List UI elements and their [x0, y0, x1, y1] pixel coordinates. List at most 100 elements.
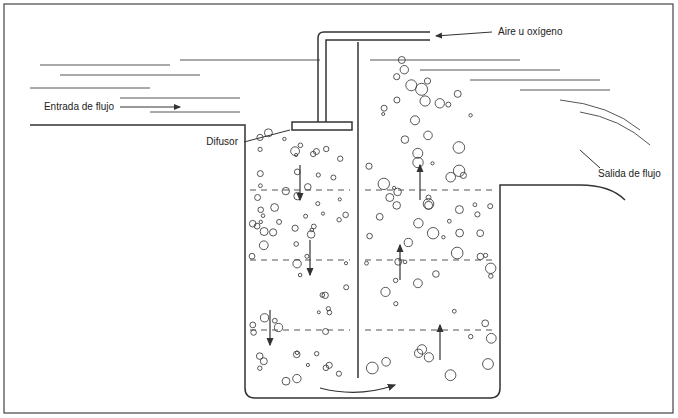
bubble: [338, 156, 343, 161]
bubble: [259, 241, 268, 250]
bubble: [282, 377, 290, 385]
flow-arrows: [270, 165, 440, 392]
frame: [4, 4, 673, 413]
bubbles: [249, 57, 496, 386]
callout-label: Difusor: [204, 136, 240, 148]
bubble: [260, 314, 268, 322]
bubble: [257, 171, 263, 177]
bubble: [293, 374, 301, 382]
bubble: [323, 365, 329, 371]
bubble: [283, 137, 286, 140]
bubble: [394, 97, 400, 103]
bubble: [338, 198, 341, 201]
bubble: [398, 57, 405, 64]
tank-outline: [30, 125, 625, 398]
bubble: [420, 96, 430, 106]
bubble: [431, 162, 434, 165]
bubble: [446, 172, 456, 182]
bubble: [382, 113, 385, 116]
bubble: [376, 213, 383, 220]
bubble: [393, 186, 396, 189]
bubble: [416, 83, 428, 95]
bubble: [258, 147, 262, 151]
bubble: [311, 151, 316, 156]
bubble: [411, 116, 420, 125]
bubble: [426, 195, 431, 200]
bubble: [488, 204, 493, 209]
bubble: [442, 236, 445, 239]
bubble: [484, 253, 488, 257]
bubble: [394, 74, 400, 80]
bubble: [336, 371, 341, 376]
bubble: [366, 163, 372, 169]
bubble: [255, 195, 261, 201]
bubble: [294, 169, 300, 175]
bubble: [378, 178, 389, 189]
bubble: [393, 278, 397, 282]
bubble: [482, 320, 489, 327]
bubble: [323, 329, 329, 335]
bubble: [477, 230, 484, 237]
bubble: [270, 229, 277, 236]
bubble: [453, 142, 465, 154]
bubble: [394, 302, 398, 306]
bubble: [298, 143, 303, 148]
bubble: [293, 351, 300, 358]
bubble: [259, 220, 262, 223]
bubble: [406, 80, 417, 91]
divider-wall: [357, 42, 359, 378]
bubble: [446, 102, 451, 107]
bubble: [489, 274, 493, 278]
bubble: [291, 147, 300, 156]
bubble: [337, 218, 341, 222]
callout-label: Salida de flujo: [596, 168, 663, 180]
bubble: [425, 201, 433, 209]
bubble: [260, 358, 267, 365]
bubble: [445, 370, 456, 381]
bubble: [366, 362, 378, 374]
bubble: [413, 148, 423, 158]
bubble: [315, 352, 319, 356]
bubble: [260, 228, 268, 236]
bubble: [473, 203, 477, 207]
bubble: [414, 279, 423, 288]
leader-lines: [120, 32, 600, 168]
bubble: [381, 287, 390, 296]
bubble: [311, 224, 316, 229]
bubble: [381, 105, 387, 111]
bubble: [382, 358, 391, 367]
bubble: [274, 323, 282, 331]
bubble: [486, 333, 496, 343]
callout-label: Aire u oxígeno: [496, 26, 565, 38]
bubble: [447, 219, 451, 223]
bubble: [316, 202, 320, 206]
bubble: [295, 351, 299, 355]
bubble: [259, 184, 263, 188]
bubble: [317, 311, 320, 314]
bubble: [365, 261, 369, 265]
bubble: [435, 99, 444, 108]
bubble: [298, 273, 302, 277]
bubble: [477, 253, 484, 260]
bubble: [292, 225, 298, 231]
bubble: [454, 90, 461, 97]
bubble: [277, 219, 282, 224]
bubble: [306, 363, 309, 366]
bubble: [475, 212, 480, 217]
bubble: [455, 206, 463, 214]
bubble: [249, 253, 255, 259]
bubble: [403, 260, 407, 264]
bubble: [261, 214, 265, 218]
bubble: [424, 131, 433, 140]
bubble: [305, 184, 312, 191]
bubble: [469, 334, 473, 338]
bubble: [304, 214, 308, 218]
bubble: [294, 242, 299, 247]
bubble: [401, 136, 409, 144]
bubble: [367, 233, 373, 239]
air-pipe: [292, 32, 430, 130]
bubble: [393, 202, 401, 210]
bubble: [344, 285, 349, 290]
